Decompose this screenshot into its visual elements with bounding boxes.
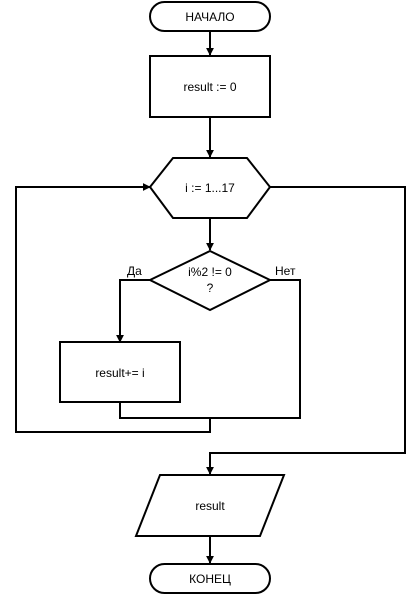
connectors xyxy=(15,31,406,564)
connector-loop-exit xyxy=(206,186,406,475)
action-label: result+= i xyxy=(95,366,144,380)
no-branch-label: Нет xyxy=(275,264,296,278)
output-label: result xyxy=(195,499,225,513)
init-label: result := 0 xyxy=(183,80,236,94)
start-terminator: НАЧАЛО xyxy=(149,1,271,32)
connector-yes-branch xyxy=(116,279,150,343)
start-label: НАЧАЛО xyxy=(185,10,234,24)
yes-branch-label: Да xyxy=(127,264,142,278)
loop-hexagon: i := 1...17 xyxy=(148,157,272,219)
condition-label-line1: i%2 != 0 xyxy=(188,265,232,279)
condition-diamond: i%2 != 0 ? xyxy=(147,249,273,312)
connector-no-branch xyxy=(119,279,301,419)
loop-label: i := 1...17 xyxy=(185,181,235,195)
condition-label-line2: ? xyxy=(207,281,214,295)
end-terminator: КОНЕЦ xyxy=(149,563,271,594)
connector-loop-back xyxy=(15,183,211,433)
init-process-box: result := 0 xyxy=(149,55,271,118)
end-label: КОНЕЦ xyxy=(189,572,231,586)
action-process-box: result+= i xyxy=(59,341,181,403)
output-parallelogram: result xyxy=(134,474,286,537)
